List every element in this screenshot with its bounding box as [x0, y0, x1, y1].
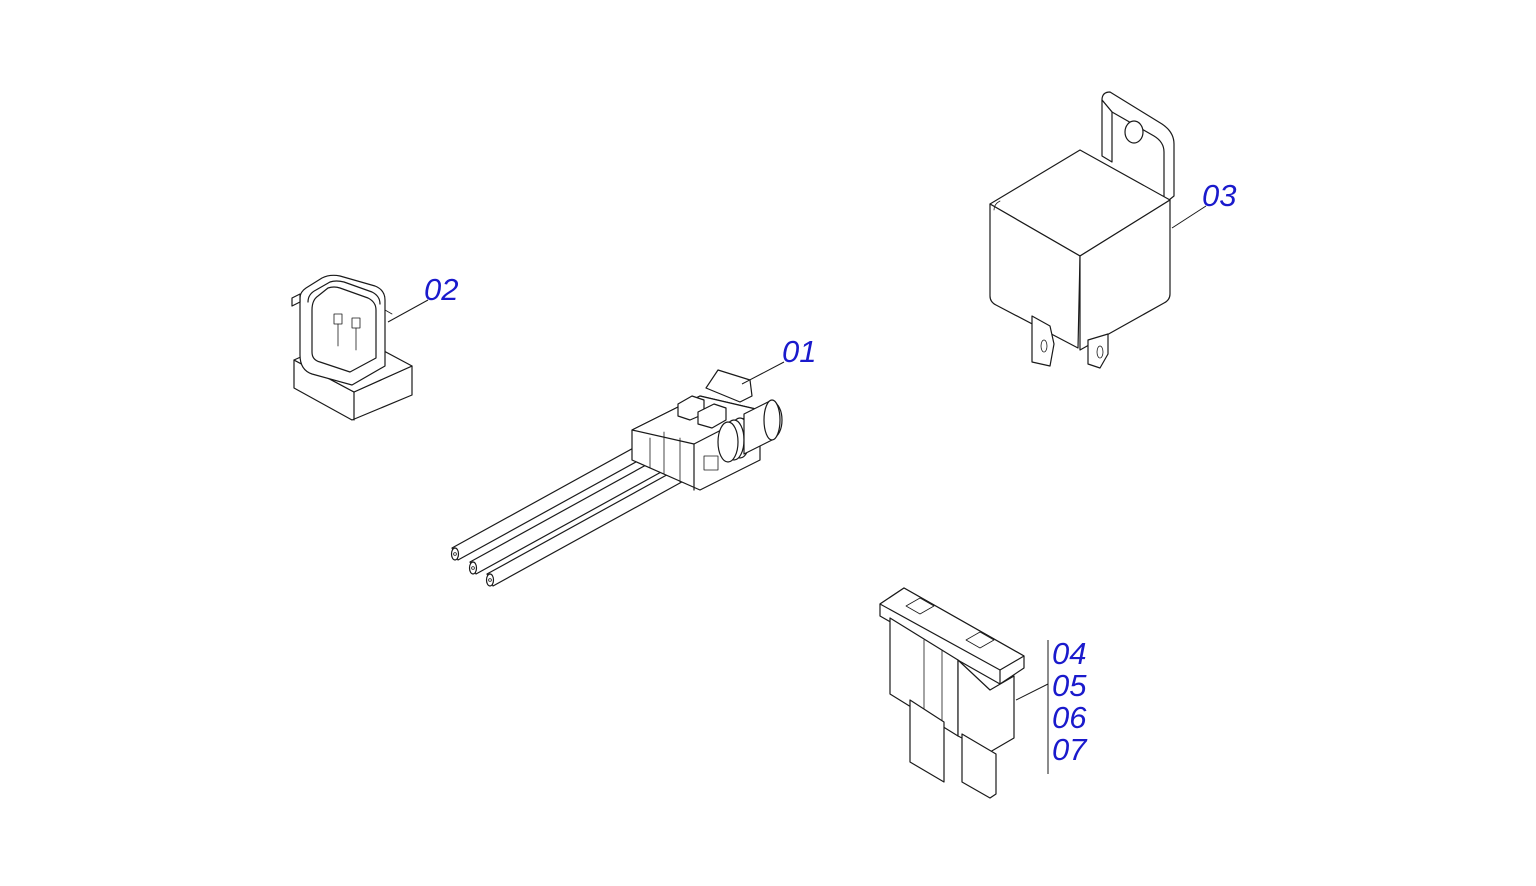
callout-06: 06 [1052, 700, 1087, 735]
callout-01: 01 [782, 334, 817, 369]
callout-04: 04 [1052, 636, 1087, 671]
harness-connector-part [450, 369, 783, 587]
leader-lines [387, 205, 1207, 774]
leader-01 [741, 361, 785, 385]
blade-fuse-part [879, 587, 1025, 799]
header-connector-part [291, 274, 413, 421]
leader-04-07 [1015, 683, 1049, 701]
callout-03: 03 [1202, 178, 1237, 213]
callout-02: 02 [424, 272, 459, 307]
callout-07: 07 [1052, 732, 1087, 767]
leader-02 [387, 299, 429, 323]
relay-part [989, 91, 1175, 369]
leader-03 [1171, 205, 1207, 229]
callout-05: 05 [1052, 668, 1087, 703]
